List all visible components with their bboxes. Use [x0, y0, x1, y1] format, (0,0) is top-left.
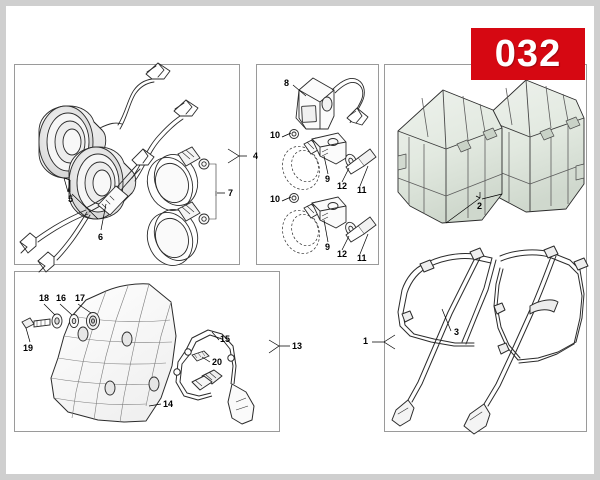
- leader-19: [25, 327, 31, 343]
- leader-18: [43, 303, 56, 316]
- leaders-panel-2: [281, 84, 369, 255]
- callout-16: 16: [56, 293, 67, 303]
- connector-upper: [145, 62, 171, 80]
- leader-6: [100, 203, 107, 231]
- mounting-clamps: [146, 146, 217, 266]
- leader-4: [227, 148, 247, 164]
- callout-6: 6: [98, 232, 104, 242]
- hardware-set-lower: [282, 193, 377, 254]
- windshield-fasteners: [21, 312, 100, 330]
- leader-11-upper: [359, 165, 369, 187]
- callout-4: 4: [253, 151, 259, 161]
- clamp-lower: [146, 196, 217, 266]
- leader-20: [201, 356, 211, 363]
- windshield-screen-detail: [50, 283, 173, 423]
- side-case-left: [397, 89, 503, 224]
- connector-lower: [173, 99, 199, 117]
- leaders-panel-3: [25, 303, 290, 407]
- callout-13: 13: [292, 341, 303, 351]
- callout-11-upper: 11: [357, 185, 367, 195]
- leader-8: [292, 84, 307, 97]
- panel-rect-windshield: [14, 271, 280, 432]
- leader-17: [77, 303, 92, 314]
- callout-1: 1: [363, 336, 369, 346]
- callout-9-upper: 9: [325, 174, 331, 184]
- rubber-damper-20: [191, 350, 210, 362]
- callout-10-upper: 10: [270, 130, 281, 140]
- callout-17: 17: [75, 293, 86, 303]
- diagram-canvas: [14, 62, 589, 435]
- panel-rect-switch: [256, 64, 379, 265]
- callout-14: 14: [163, 399, 174, 409]
- windshield-mount-holes: [77, 326, 160, 396]
- leader-10-upper: [281, 132, 292, 138]
- callout-3: 3: [454, 327, 460, 337]
- fog-lamp-cable-upper: [117, 78, 153, 126]
- grommet-17: [86, 312, 100, 330]
- leader-14: [148, 403, 162, 407]
- panel-borders: [14, 64, 587, 432]
- leader-11-lower: [359, 233, 369, 255]
- callout-15: 15: [220, 334, 231, 344]
- callout-10-lower: 10: [270, 194, 281, 204]
- leader-10-lower: [281, 196, 292, 202]
- leader-13: [268, 339, 290, 354]
- leader-12-upper: [341, 167, 350, 183]
- callout-5: 5: [68, 194, 74, 204]
- leader-9-lower: [323, 219, 329, 243]
- callout-19: 19: [23, 343, 34, 353]
- callout-9-lower: 9: [325, 242, 331, 252]
- handlebar-switch: [295, 77, 369, 130]
- screw-19: [21, 317, 51, 329]
- leader-3: [441, 308, 452, 332]
- page-number-text: 032: [494, 32, 562, 75]
- leader-9-upper: [323, 155, 329, 175]
- callout-12-upper: 12: [337, 181, 348, 191]
- page-number-badge: 032: [471, 28, 585, 80]
- leader-2: [445, 193, 503, 224]
- leader-15: [211, 331, 220, 341]
- leaders-panel-4: [372, 192, 503, 350]
- callout-7: 7: [228, 188, 234, 198]
- washer-16: [69, 314, 79, 328]
- leaders-panel-1: [63, 148, 247, 231]
- leader-16: [59, 303, 73, 316]
- windshield-screen: [50, 283, 177, 423]
- leader-12-lower: [341, 235, 350, 251]
- callout-18: 18: [39, 293, 50, 303]
- callout-8: 8: [284, 78, 290, 88]
- pannier-carrier-right: [463, 245, 589, 435]
- leader-1: [372, 334, 396, 350]
- pannier-carrier-left: [391, 247, 497, 427]
- callout-20: 20: [212, 357, 223, 367]
- leader-7: [215, 191, 225, 196]
- callout-12-lower: 12: [337, 249, 348, 259]
- windshield-bracket: [173, 329, 255, 425]
- spacer-18: [51, 313, 63, 329]
- clamp-upper: [146, 146, 217, 211]
- callout-11-lower: 11: [357, 253, 367, 263]
- hardware-set-upper: [282, 129, 377, 190]
- panel-rect-fog-lights: [14, 64, 240, 265]
- callout-2: 2: [477, 201, 483, 211]
